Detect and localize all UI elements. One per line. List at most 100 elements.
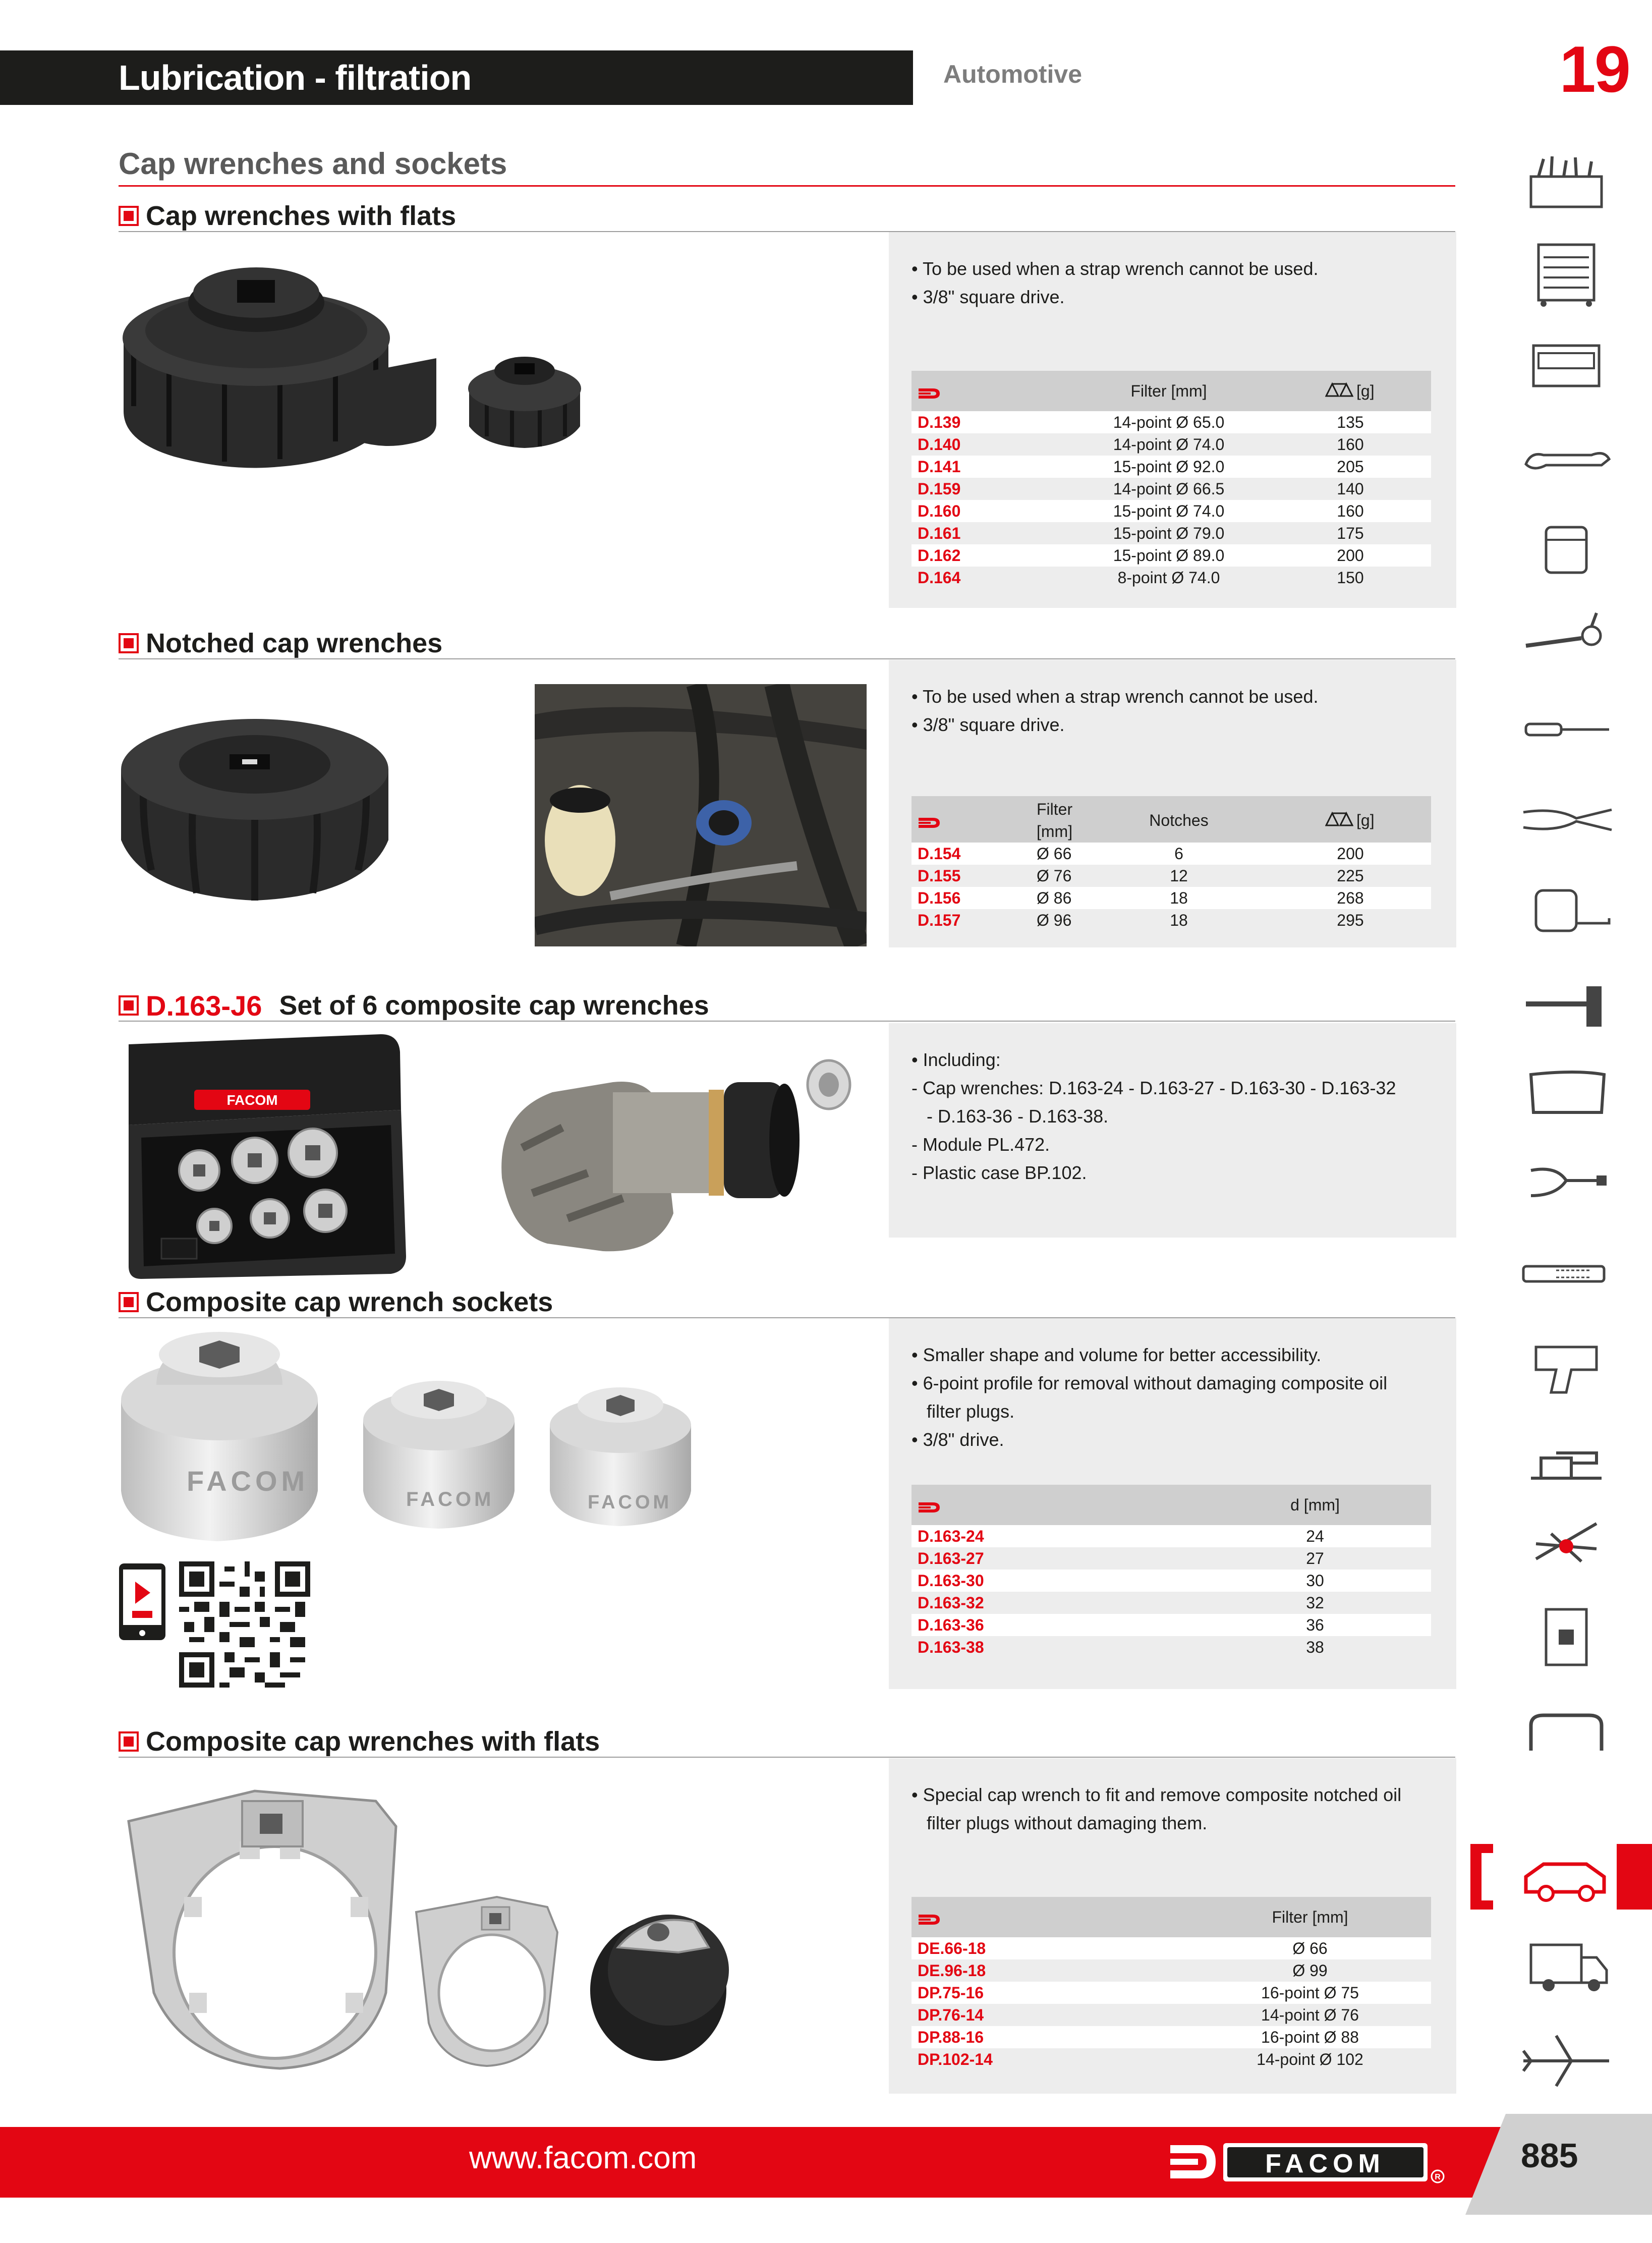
notches-cell: 18 bbox=[1170, 889, 1188, 907]
reference-cell: D.155 bbox=[918, 867, 961, 885]
clamp-icon[interactable] bbox=[1516, 1695, 1617, 1761]
filter-cell: 14-point Ø 76 bbox=[1261, 2006, 1359, 2024]
filter-cell: 15-point Ø 89.0 bbox=[1113, 546, 1225, 565]
section-marker-icon bbox=[119, 1731, 139, 1752]
section-rule bbox=[119, 658, 1455, 659]
reference-cell: DP.76-14 bbox=[918, 2006, 984, 2024]
section-rule bbox=[119, 1317, 1455, 1318]
socket-logo-text: FACOM bbox=[406, 1488, 494, 1510]
info-panel-notched: • To be used when a strap wrench cannot … bbox=[889, 660, 1456, 947]
footer-url-link[interactable]: www.facom.com bbox=[469, 2141, 697, 2175]
diameter-cell: 30 bbox=[1306, 1572, 1324, 1590]
column-header-filter: Filter [mm] bbox=[1272, 1908, 1348, 1926]
weight-icon bbox=[1325, 382, 1354, 401]
set-content-line: - Cap wrenches: D.163-24 - D.163-27 - D.… bbox=[912, 1078, 1396, 1098]
diameter-cell: 38 bbox=[1306, 1638, 1324, 1656]
reference-cell: D.163-32 bbox=[918, 1594, 984, 1612]
page-title: Lubrication - filtration bbox=[119, 58, 472, 97]
section-marker-icon bbox=[119, 1292, 139, 1312]
table-header: Filter [mm] Notches [g] bbox=[912, 796, 1431, 843]
diameter-cell: 32 bbox=[1306, 1594, 1324, 1612]
puller-icon[interactable] bbox=[1516, 1150, 1617, 1216]
feature-item: • Special cap wrench to fit and remove c… bbox=[912, 1784, 1402, 1805]
tool-box-icon[interactable] bbox=[1516, 151, 1617, 217]
set-contents-list: • Including: - Cap wrenches: D.163-24 - … bbox=[912, 1046, 1396, 1187]
filter-cell: Ø 86 bbox=[1037, 889, 1072, 907]
weight-cell: 200 bbox=[1337, 845, 1364, 863]
column-header-notches: Notches bbox=[1149, 811, 1209, 829]
reference-cell: DP.102-14 bbox=[918, 2050, 993, 2068]
weight-icon bbox=[1325, 811, 1354, 830]
qr-code-icon[interactable] bbox=[179, 1561, 310, 1688]
reference-cell: D.163-38 bbox=[918, 1638, 984, 1656]
screwdriver-icon[interactable] bbox=[1516, 696, 1617, 762]
feature-item: filter plugs without damaging them. bbox=[912, 1813, 1208, 1833]
impact-wrench-icon[interactable] bbox=[1516, 1332, 1617, 1397]
hacksaw-icon[interactable] bbox=[1516, 1059, 1617, 1125]
video-phone-icon[interactable] bbox=[117, 1561, 167, 1642]
tape-measure-icon[interactable] bbox=[1516, 878, 1617, 943]
feature-list: • Special cap wrench to fit and remove c… bbox=[912, 1781, 1401, 1837]
case-logo-text: FACOM bbox=[226, 1092, 277, 1108]
socket-logo-text: FACOM bbox=[588, 1492, 672, 1513]
reference-cell: DP.75-16 bbox=[918, 1984, 984, 2002]
combination-wrench-icon[interactable] bbox=[1516, 424, 1617, 489]
filter-cell: 16-point Ø 75 bbox=[1261, 1984, 1359, 2002]
notched-cap-wrench-image bbox=[121, 719, 388, 901]
reference-cell: D.164 bbox=[918, 569, 961, 587]
pliers-icon[interactable] bbox=[1516, 787, 1617, 853]
reference-cell: D.157 bbox=[918, 911, 961, 929]
cap-wrench-small-image bbox=[468, 357, 581, 448]
page-category: Automotive bbox=[943, 60, 1082, 88]
chapter-number: 19 bbox=[1559, 32, 1631, 106]
circuit-breaker-icon[interactable] bbox=[1516, 1604, 1617, 1670]
airplane-icon[interactable] bbox=[1516, 2026, 1617, 2091]
reference-icon bbox=[918, 1499, 942, 1518]
reference-icon bbox=[918, 1911, 942, 1930]
set-reference-code: D.163-J6 bbox=[146, 989, 262, 1022]
section-title: Cap wrenches with flats bbox=[146, 201, 457, 231]
page-number: 885 bbox=[1521, 2137, 1578, 2175]
hammer-icon[interactable] bbox=[1516, 969, 1617, 1034]
reference-cell: D.140 bbox=[918, 435, 961, 454]
diameter-cell: 36 bbox=[1306, 1616, 1324, 1634]
filter-cell: Ø 66 bbox=[1037, 845, 1072, 863]
reference-cell: DP.88-16 bbox=[918, 2028, 984, 2046]
car-icon[interactable] bbox=[1516, 1844, 1617, 1910]
weight-cell: 225 bbox=[1337, 867, 1364, 885]
info-panel-flats: • To be used when a strap wrench cannot … bbox=[889, 232, 1456, 608]
truck-icon[interactable] bbox=[1516, 1935, 1617, 2000]
reference-icon bbox=[918, 814, 942, 833]
feature-list: • To be used when a strap wrench cannot … bbox=[912, 255, 1318, 311]
section-heading-flats: Cap wrenches with flats bbox=[119, 198, 456, 234]
reference-cell: D.159 bbox=[918, 480, 961, 498]
feature-item: • 6-point profile for removal without da… bbox=[912, 1373, 1388, 1393]
safety-icon[interactable] bbox=[1516, 1513, 1617, 1579]
socket-icon[interactable] bbox=[1516, 515, 1617, 580]
section-marker-icon bbox=[119, 633, 139, 653]
column-header-filter: Filter [mm] bbox=[1037, 798, 1072, 843]
oil-filter-housing-image bbox=[501, 1059, 851, 1252]
reference-cell: D.160 bbox=[918, 502, 961, 520]
tester-icon[interactable] bbox=[1516, 1241, 1617, 1307]
filter-cell: 15-point Ø 92.0 bbox=[1113, 458, 1225, 476]
vise-icon[interactable] bbox=[1516, 1423, 1617, 1488]
ratchet-icon[interactable] bbox=[1516, 605, 1617, 671]
drawer-icon[interactable] bbox=[1516, 333, 1617, 399]
weight-cell: 295 bbox=[1337, 911, 1364, 929]
weight-cell: 268 bbox=[1337, 889, 1364, 907]
tool-cabinet-icon[interactable] bbox=[1516, 242, 1617, 308]
